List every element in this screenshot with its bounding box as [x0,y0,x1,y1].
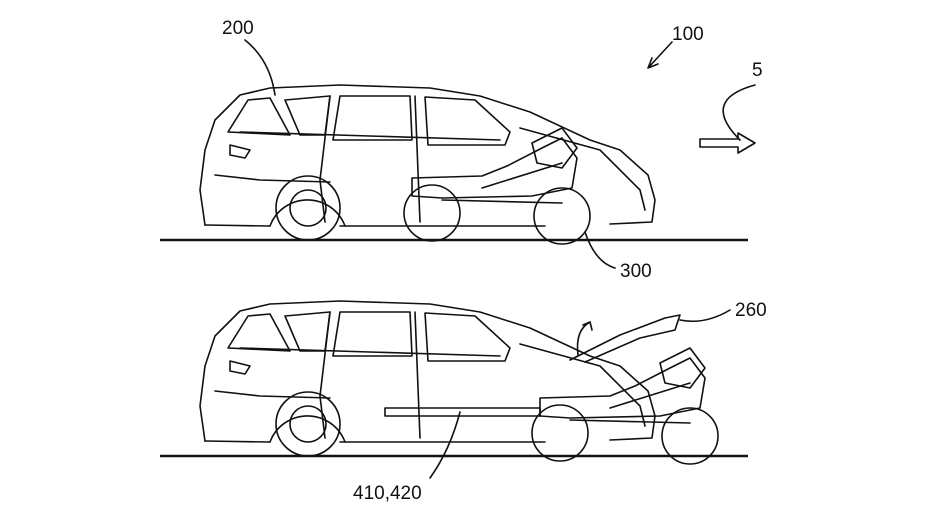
leader-410-420 [429,411,461,479]
label-300: 300 [620,261,652,282]
direction-arrow-icon [699,132,756,154]
leader-200 [244,39,276,96]
label-200: 200 [222,18,254,39]
open-hood [569,314,681,363]
car-top [160,84,748,245]
car-bottom [160,300,748,465]
rails [384,407,541,417]
leader-5 [722,84,756,141]
label-5: 5 [752,60,763,81]
leader-260 [679,309,731,323]
leader-300 [584,231,616,269]
leader-100 [647,41,673,69]
label-260: 260 [735,300,767,321]
hood-arrow [576,321,593,356]
label-100: 100 [672,24,704,45]
label-410-420: 410,420 [353,483,422,504]
